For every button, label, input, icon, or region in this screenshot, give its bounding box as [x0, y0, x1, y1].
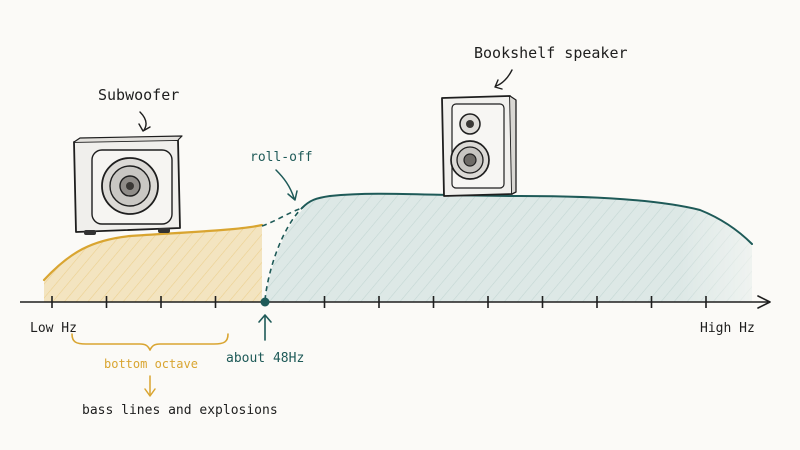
subwoofer-label: Subwoofer	[98, 86, 179, 104]
low-hz-label: Low Hz	[30, 321, 77, 336]
bottom-octave-bracket	[71, 333, 229, 351]
bass-effects-label: bass lines and explosions	[82, 403, 278, 418]
bottom-octave-label: bottom octave	[104, 357, 198, 371]
frequency-axis	[20, 295, 771, 309]
crossover-label: about 48Hz	[226, 351, 304, 366]
rolloff-label: roll-off	[250, 150, 313, 165]
subwoofer-icon	[73, 135, 183, 235]
crossover-point	[260, 297, 270, 307]
rolloff-dashed-curve	[261, 207, 303, 227]
bookshelf-response-area	[265, 193, 752, 302]
axis-ticks	[51, 296, 707, 308]
bookshelf-label-arrow-icon	[494, 69, 513, 90]
bookshelf-response-curve	[301, 192, 753, 245]
axis-arrowhead-icon	[757, 295, 771, 309]
bookshelf-speaker-icon	[441, 95, 517, 197]
rolloff-dashed-slope	[264, 207, 303, 301]
crossover-arrow-icon	[258, 314, 272, 341]
subwoofer-label-arrow-icon	[138, 111, 151, 132]
high-hz-label: High Hz	[700, 321, 755, 336]
octave-down-arrow-icon	[144, 375, 156, 397]
subwoofer-response-area	[42, 223, 264, 302]
rolloff-arrow-icon	[275, 169, 298, 201]
bookshelf-label: Bookshelf speaker	[474, 44, 628, 62]
